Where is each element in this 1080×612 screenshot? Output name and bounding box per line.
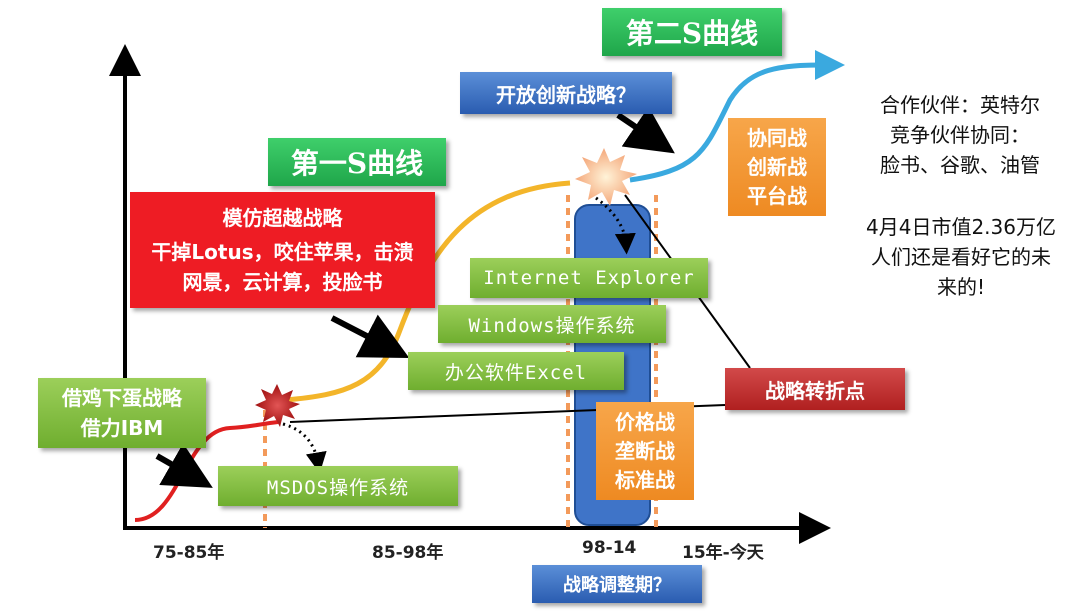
dotted-arrow bbox=[595, 196, 636, 255]
second-curve-title: 第二S曲线 bbox=[602, 8, 782, 56]
partners-line2: 竞争伙伴协同： bbox=[890, 123, 1030, 147]
borrow-strategy-box: 借鸡下蛋战略 借力IBM bbox=[38, 378, 206, 448]
curve-blue bbox=[629, 50, 845, 183]
synergy-line3: 平台战 bbox=[747, 183, 807, 208]
borrow-line2: 借力IBM bbox=[80, 416, 164, 440]
dotted-arrow bbox=[282, 422, 327, 474]
synergy-box: 协同战 创新战 平台战 bbox=[728, 118, 826, 216]
windows-box: Windows操作系统 bbox=[438, 305, 666, 343]
turning-point-box: 战略转折点 bbox=[725, 368, 905, 410]
wars-line3: 标准战 bbox=[615, 467, 675, 492]
wars-line1: 价格战 bbox=[615, 409, 675, 434]
axis-label-15-today: 15年-今天 bbox=[682, 543, 764, 563]
ie-box: Internet Explorer bbox=[470, 258, 708, 298]
wars-box: 价格战 垄断战 标准战 bbox=[596, 402, 694, 500]
axis-label-75-85: 75-85年 bbox=[153, 543, 225, 563]
imitation-strategy-box: 模仿超越战略 干掉Lotus，咬住苹果，击溃网景，云计算，投脸书 bbox=[130, 192, 435, 308]
office-box: 办公软件Excel bbox=[408, 352, 624, 390]
adjustment-period-box: 战略调整期？ bbox=[532, 565, 702, 603]
curve-red bbox=[134, 420, 279, 522]
partners-line1: 合作伙伴：英特尔 bbox=[880, 93, 1040, 117]
market-line3: 来的! bbox=[936, 275, 986, 299]
market-line1: 4月4日市值2.36万亿 bbox=[866, 215, 1056, 239]
synergy-line1: 协同战 bbox=[747, 125, 807, 150]
arrow-icon bbox=[155, 443, 213, 488]
synergy-line2: 创新战 bbox=[747, 154, 807, 179]
imitation-title: 模仿超越战略 bbox=[222, 206, 343, 230]
borrow-line1: 借鸡下蛋战略 bbox=[62, 386, 182, 410]
partners-line3: 脸书、谷歌、油管 bbox=[880, 153, 1040, 177]
market-note: 4月4日市值2.36万亿 人们还是看好它的未 来的! bbox=[848, 212, 1074, 302]
first-curve-title: 第一S曲线 bbox=[268, 138, 446, 186]
market-line2: 人们还是看好它的未 bbox=[871, 245, 1051, 269]
burst-icon bbox=[255, 384, 300, 427]
axis-label-98-14: 98-14 bbox=[582, 538, 637, 558]
msdos-box: MSDOS操作系统 bbox=[218, 466, 458, 506]
partners-note: 合作伙伴：英特尔 竞争伙伴协同： 脸书、谷歌、油管 bbox=[850, 90, 1070, 180]
axis-label-85-98: 85-98年 bbox=[372, 543, 444, 563]
imitation-body: 干掉Lotus，咬住苹果，击溃网景，云计算，投脸书 bbox=[151, 240, 414, 294]
arrow-icon bbox=[616, 106, 675, 154]
arrow-icon bbox=[330, 314, 410, 359]
burst-icon bbox=[575, 148, 637, 206]
wars-line2: 垄断战 bbox=[615, 438, 675, 463]
open-innovation-box: 开放创新战略？ bbox=[460, 72, 672, 114]
